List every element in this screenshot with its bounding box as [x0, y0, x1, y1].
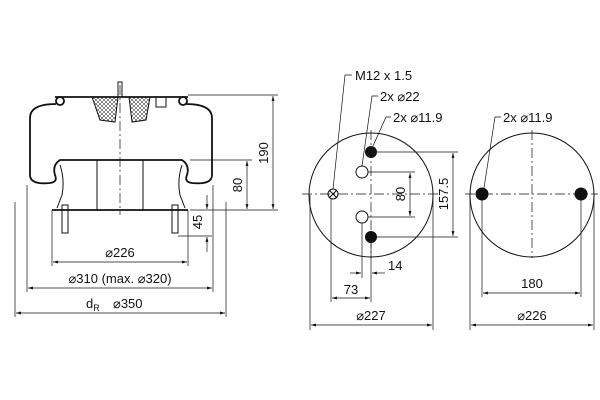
top-diameter-label: ⌀227 — [356, 308, 386, 323]
offset-small-label: 14 — [388, 258, 402, 273]
height-piston-label: 80 — [230, 178, 245, 192]
dia-bellows-label: ⌀310 (max. ⌀320) — [68, 271, 171, 286]
bottom-bolt-holes-label: 2x ⌀11.9 — [503, 110, 553, 125]
hole-spacing-outer-label: 157.5 — [436, 178, 451, 211]
bottom-hole-spacing-label: 180 — [521, 276, 543, 291]
dia-rolling-prefix: dR — [86, 296, 100, 313]
top-plate-view — [302, 74, 458, 330]
bolt-holes-label: 2x ⌀11.9 — [393, 110, 443, 125]
hole-spacing-inner-label: 80 — [393, 187, 408, 201]
air-holes-label: 2x ⌀22 — [380, 89, 420, 104]
side-view — [14, 81, 278, 317]
offset-center-label: 73 — [344, 282, 358, 297]
bottom-diameter-label: ⌀226 — [517, 308, 547, 323]
thread-label: M12 x 1.5 — [355, 68, 412, 83]
height-total-label: 190 — [256, 142, 271, 164]
height-bolts-label: 45 — [190, 215, 205, 229]
bottom-plate-view — [465, 116, 598, 330]
dia-rolling-label: ⌀350 — [113, 296, 143, 311]
dia-base-label: ⌀226 — [105, 245, 135, 260]
